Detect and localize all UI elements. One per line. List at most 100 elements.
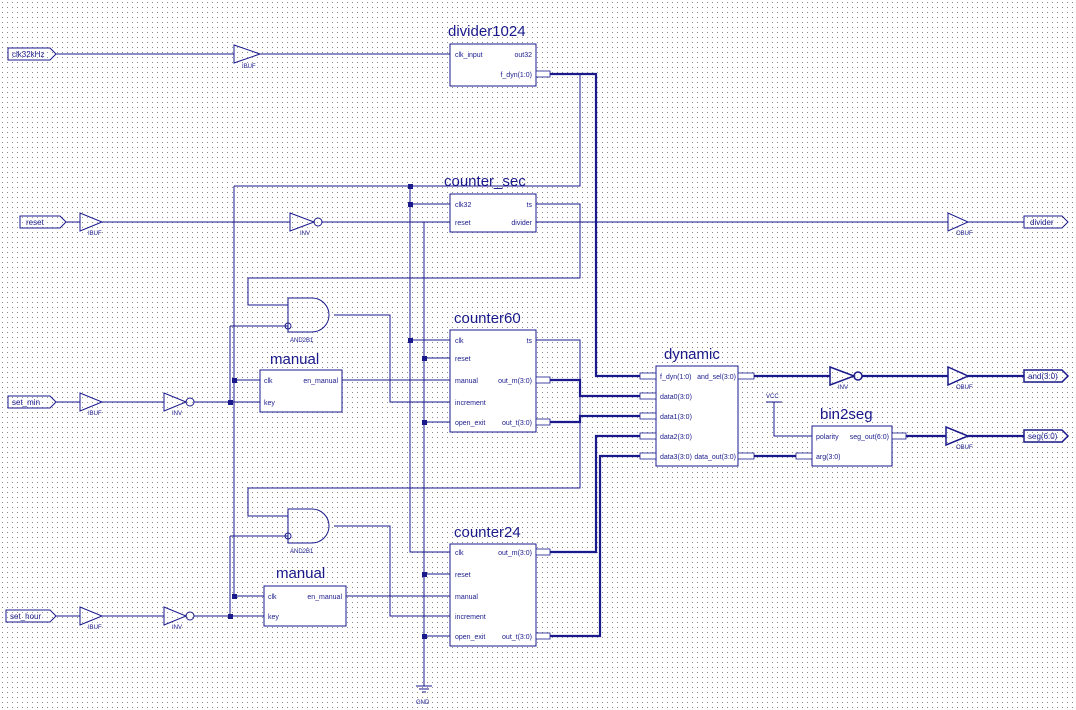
obuf-icon [945,425,970,447]
block-title: counter_sec [444,173,526,190]
block-title: manual [276,565,325,582]
and2b1-icon [287,508,330,544]
pin-label: reset [455,572,471,579]
block-divider1024 [449,43,537,87]
gate-label: AND2B1 [290,338,314,344]
gate-label: GND [416,700,430,706]
pin-label: data0(3:0) [660,394,692,401]
inv-bubble-icon [313,217,323,227]
obuf-icon [947,212,970,232]
wires [56,53,1024,686]
pin-label: out32 [514,52,532,59]
inv-icon [163,392,188,412]
pin-label: out_t(3:0) [502,634,532,641]
port-label: divider [1030,218,1054,227]
port-label: reset [26,218,45,227]
blocks [259,43,893,647]
block-manual-1 [259,369,343,413]
pin-label: clk32 [455,202,471,209]
pin-label: increment [455,614,486,621]
pin-label: ts [527,338,533,345]
gate-label: IBUF [88,411,102,417]
pin-labels: clk_input out32 f_dyn(1:0) clk32 reset t… [264,52,889,641]
pin-label: en_manual [303,378,338,385]
port-reset: reset [19,215,67,229]
pin-label: data_out(3:0) [694,454,736,461]
inv-icon [829,365,857,387]
block-bin2seg [811,425,893,467]
ibuf-icon [233,44,262,64]
port-seg: seg(6:0) [1023,429,1070,443]
pin-label: reset [455,220,471,227]
gate-label: OBUF [956,231,973,237]
port-set-hour: set_hour [5,609,57,623]
buses [536,72,1024,638]
gate-label: VCC [766,394,779,400]
block-counter-sec [449,193,537,233]
block-counter24 [449,543,537,647]
block-title: manual [270,351,319,368]
gate-label: INV [300,231,310,237]
pin-label: open_exit [455,420,485,427]
gate-label: INV [172,625,182,631]
pin-label: f_dyn(1:0) [500,72,532,79]
port-label: set_min [12,398,40,407]
inv-bubble-icon [853,371,863,381]
pin-label: clk [264,378,273,385]
pin-label: en_manual [307,594,342,601]
pin-label: ts [527,202,533,209]
gate-label: OBUF [956,385,973,391]
pin-label: manual [455,378,478,385]
gate-label: IBUF [242,64,256,70]
pin-label: out_t(3:0) [502,420,532,427]
block-dynamic [655,365,739,467]
pin-label: manual [455,594,478,601]
inv-bubble-icon [185,611,195,621]
port-label: set_hour [10,612,41,621]
junctions [228,184,427,639]
bus-pin-stubs [535,70,907,640]
ibuf-icon [79,212,104,232]
port-label: seg(6:0) [1028,432,1058,441]
obuf-icon [947,365,970,387]
block-counter60 [449,329,537,433]
block-title: divider1024 [448,23,526,40]
pin-label: data2(3:0) [660,434,692,441]
block-title: bin2seg [820,406,873,423]
gate-label: AND2B1 [290,549,314,555]
pin-label: key [268,614,279,621]
gate-label: IBUF [88,231,102,237]
pin-label: seg_out(6:0) [850,434,889,441]
block-manual-2 [263,585,347,627]
pin-label: out_m(3:0) [498,550,532,557]
inv-icon [163,606,188,626]
pin-label: clk [455,550,464,557]
block-title: counter24 [454,524,521,541]
port-and: and(3:0) [1023,369,1070,383]
pin-label: arg(3:0) [816,454,841,461]
block-titles: divider1024 counter_sec counter60 manual… [270,23,873,582]
pin-label: f_dyn(1:0) [660,374,692,381]
gate-label: IBUF [88,625,102,631]
ibuf-icon [79,606,104,626]
pin-label: data1(3:0) [660,414,692,421]
ibuf-icon [79,392,104,412]
inv-bubble-icon [185,397,195,407]
port-clk32khz: clk32kHz [7,47,57,61]
block-title: counter60 [454,310,521,327]
gate-labels: IBUF IBUF INV OBUF IBUF INV IBUF INV INV… [88,64,973,706]
pin-label: open_exit [455,634,485,641]
pin-label: data3(3:0) [660,454,692,461]
gate-label: INV [838,385,848,391]
pin-label: key [264,400,275,407]
port-label: clk32kHz [12,50,44,59]
port-divider: divider [1023,215,1069,229]
gate-label: OBUF [956,445,973,451]
block-title: dynamic [664,346,720,363]
pin-label: out_m(3:0) [498,378,532,385]
pin-label: increment [455,400,486,407]
pin-label: and_sel(3:0) [697,374,736,381]
pin-label: reset [455,356,471,363]
